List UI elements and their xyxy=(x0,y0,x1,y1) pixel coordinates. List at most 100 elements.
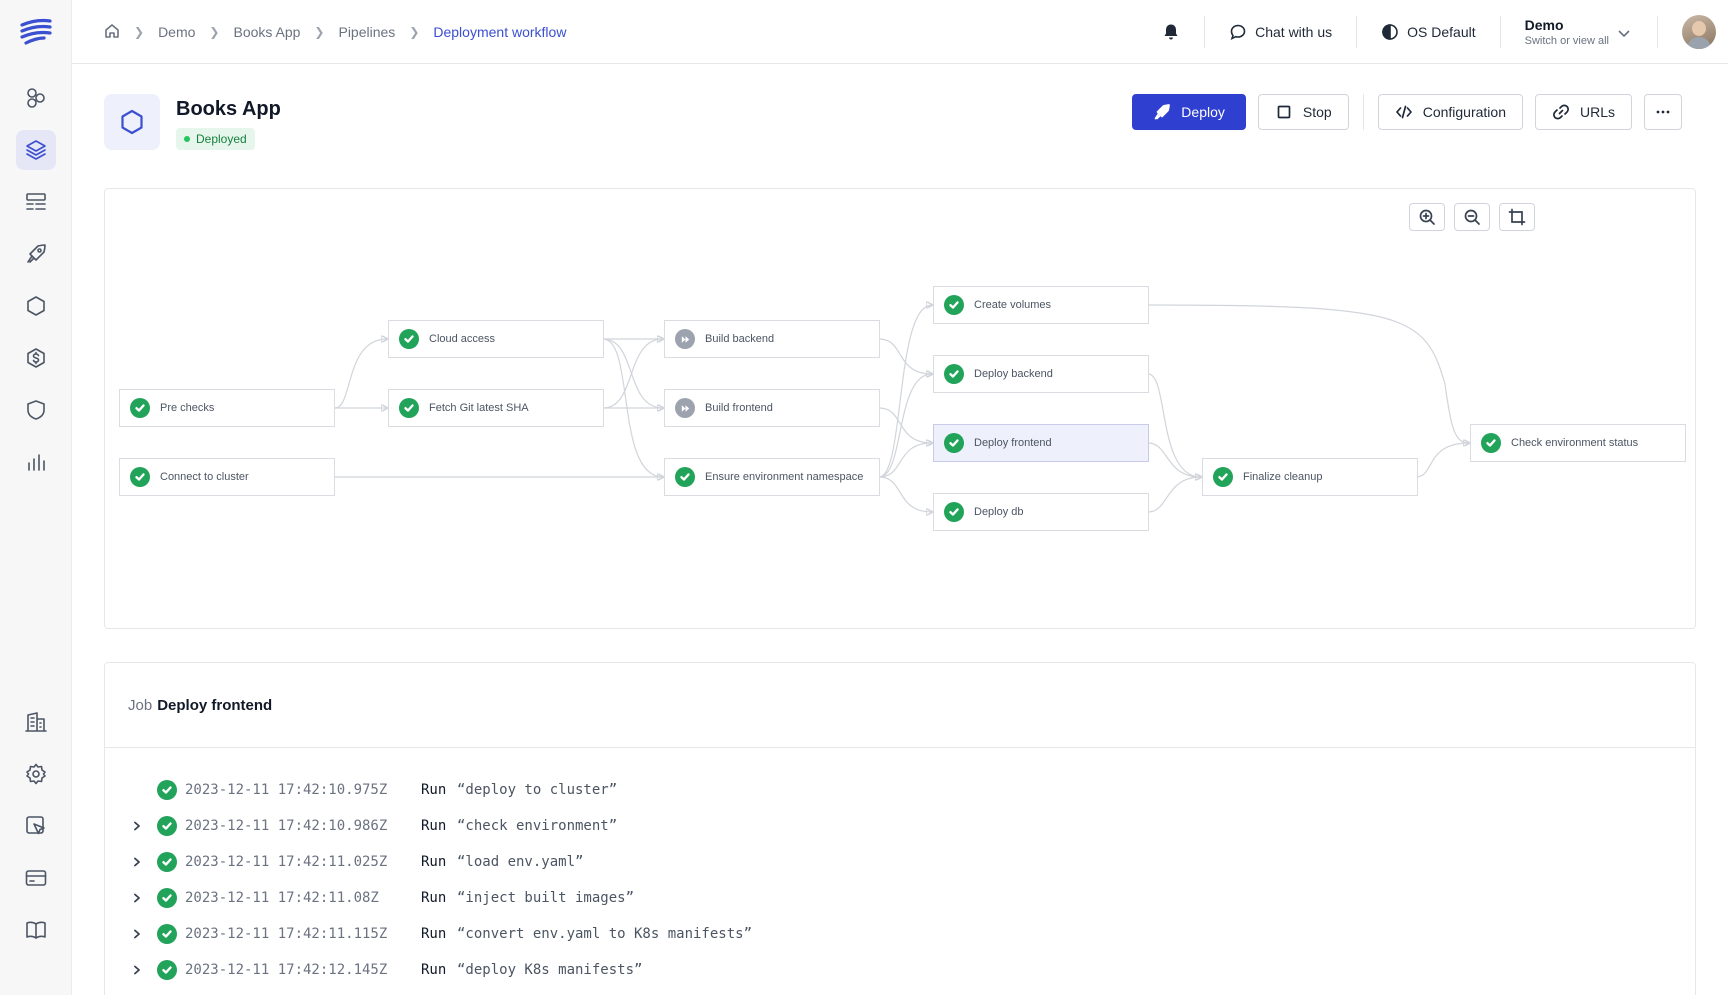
zoom-out-button[interactable] xyxy=(1454,203,1490,231)
deploy-label: Deploy xyxy=(1181,104,1225,120)
pipeline-node[interactable]: Build backend xyxy=(664,320,880,358)
sidebar-item-billing[interactable] xyxy=(16,858,56,898)
node-label: Build frontend xyxy=(705,402,773,414)
page-title: Books App xyxy=(176,98,281,120)
org-name: Demo xyxy=(1524,17,1564,33)
pipeline-node[interactable]: Build frontend xyxy=(664,389,880,427)
stop-button[interactable]: Stop xyxy=(1257,94,1349,130)
list-icon xyxy=(26,193,46,210)
log-timestamp: 2023-12-11 17:42:11.115Z xyxy=(185,926,388,942)
expand-chevron-icon[interactable] xyxy=(105,893,157,903)
pipeline-node[interactable]: Finalize cleanup xyxy=(1202,458,1418,496)
pipeline-node[interactable]: Check environment status xyxy=(1470,424,1686,462)
log-step[interactable]: 2023-12-11 17:42:11.115Z Run “convert en… xyxy=(105,922,752,946)
check-icon xyxy=(157,960,177,980)
log-timestamp: 2023-12-11 17:42:11.025Z xyxy=(185,854,388,870)
expand-chevron-icon[interactable] xyxy=(105,857,157,867)
building-icon xyxy=(25,712,47,732)
check-icon xyxy=(130,467,150,487)
node-label: Cloud access xyxy=(429,333,496,345)
zoom-in-icon xyxy=(1419,209,1435,225)
chart-icon xyxy=(28,454,45,471)
urls-button[interactable]: URLs xyxy=(1534,94,1632,130)
fit-view-button[interactable] xyxy=(1499,203,1535,231)
sidebar-item-analytics[interactable] xyxy=(16,442,56,482)
hexagon-icon xyxy=(121,109,143,135)
sidebar-item-organization[interactable] xyxy=(16,702,56,742)
node-label: Connect to cluster xyxy=(160,471,249,483)
expand-chevron-icon[interactable] xyxy=(105,965,157,975)
pipeline-node[interactable]: Create volumes xyxy=(933,286,1149,324)
node-label: Deploy backend xyxy=(974,368,1053,380)
log-action: Run xyxy=(421,890,447,906)
chevron-right-icon: ❯ xyxy=(314,25,325,39)
log-step[interactable]: 2023-12-11 17:42:11.08Z Run “inject buil… xyxy=(105,886,634,910)
pipeline-node[interactable]: Deploy backend xyxy=(933,355,1149,393)
sidebar-item-preview[interactable] xyxy=(16,806,56,846)
breadcrumb: ❯ Demo ❯ Books App ❯ Pipelines ❯ Deploym… xyxy=(104,0,566,64)
pipeline-node[interactable]: Connect to cluster xyxy=(119,458,335,496)
breadcrumb-item[interactable]: Pipelines xyxy=(338,24,396,40)
deploy-button[interactable]: Deploy xyxy=(1132,94,1246,130)
notifications-button[interactable] xyxy=(1138,16,1204,48)
sidebar-item-deployments[interactable] xyxy=(16,234,56,274)
shield-icon xyxy=(27,400,45,420)
check-icon xyxy=(944,364,964,384)
log-timestamp: 2023-12-11 17:42:10.986Z xyxy=(185,818,388,834)
user-menu[interactable] xyxy=(1657,15,1728,49)
layers-icon xyxy=(26,140,46,160)
more-options-button[interactable] xyxy=(1644,94,1682,130)
expand-chevron-icon[interactable] xyxy=(105,821,157,831)
sidebar-item-settings[interactable] xyxy=(16,754,56,794)
log-step[interactable]: 2023-12-11 17:42:10.986Z Run “check envi… xyxy=(105,814,617,838)
node-label: Check environment status xyxy=(1511,437,1639,449)
breadcrumb-item[interactable]: Demo xyxy=(158,24,196,40)
chevron-right-icon: ❯ xyxy=(409,25,420,39)
rocket-icon xyxy=(1154,104,1171,120)
chat-button[interactable]: Chat with us xyxy=(1204,16,1356,48)
pipeline-node-selected[interactable]: Deploy frontend xyxy=(933,424,1149,462)
logo-icon[interactable] xyxy=(18,16,54,52)
status-dot xyxy=(184,136,190,142)
sidebar-item-environments[interactable] xyxy=(16,130,56,170)
home-icon[interactable] xyxy=(104,23,120,42)
pipeline-graph: Pre checks Connect to cluster Cloud acce… xyxy=(104,188,1696,629)
pipeline-node[interactable]: Ensure environment namespace xyxy=(664,458,880,496)
sidebar-item-docs[interactable] xyxy=(16,910,56,950)
skip-icon xyxy=(675,329,695,349)
dollar-icon xyxy=(27,348,45,368)
theme-toggle[interactable]: OS Default xyxy=(1356,16,1499,48)
breadcrumb-item[interactable]: Books App xyxy=(233,24,301,40)
crop-icon xyxy=(1508,208,1526,226)
org-switcher[interactable]: Demo Switch or view all xyxy=(1499,16,1657,48)
sidebar-item-components[interactable] xyxy=(16,78,56,118)
check-icon xyxy=(1213,467,1233,487)
log-timestamp: 2023-12-11 17:42:11.08Z xyxy=(185,890,379,906)
log-step[interactable]: 2023-12-11 17:42:12.145Z Run “deploy K8s… xyxy=(105,958,642,982)
pipeline-node[interactable]: Cloud access xyxy=(388,320,604,358)
status-badge: Deployed xyxy=(176,128,255,150)
log-action: Run xyxy=(421,962,447,978)
configuration-label: Configuration xyxy=(1422,104,1506,120)
zoom-in-button[interactable] xyxy=(1409,203,1445,231)
log-action: Run xyxy=(421,818,447,834)
sidebar-item-hexagon[interactable] xyxy=(16,286,56,326)
job-header: Job Deploy frontend xyxy=(105,663,1695,748)
pipeline-node[interactable]: Deploy db xyxy=(933,493,1149,531)
check-icon xyxy=(157,888,177,908)
pipeline-node[interactable]: Pre checks xyxy=(119,389,335,427)
log-step[interactable]: 2023-12-11 17:42:11.025Z Run “load env.y… xyxy=(105,850,583,874)
sidebar-item-list[interactable] xyxy=(16,182,56,222)
log-step[interactable]: 2023-12-11 17:42:10.975Z Run “deploy to … xyxy=(105,778,617,802)
top-bar: ❯ Demo ❯ Books App ❯ Pipelines ❯ Deploym… xyxy=(72,0,1728,64)
sidebar-item-security[interactable] xyxy=(16,390,56,430)
avatar[interactable] xyxy=(1682,15,1716,49)
sidebar-item-costs[interactable] xyxy=(16,338,56,378)
configuration-button[interactable]: Configuration xyxy=(1377,94,1523,130)
stop-icon xyxy=(1277,105,1291,119)
expand-chevron-icon[interactable] xyxy=(105,929,157,939)
log-action: Run xyxy=(421,782,447,798)
log-command: “check environment” xyxy=(457,818,618,834)
bell-icon xyxy=(1164,24,1178,40)
pipeline-node[interactable]: Fetch Git latest SHA xyxy=(388,389,604,427)
